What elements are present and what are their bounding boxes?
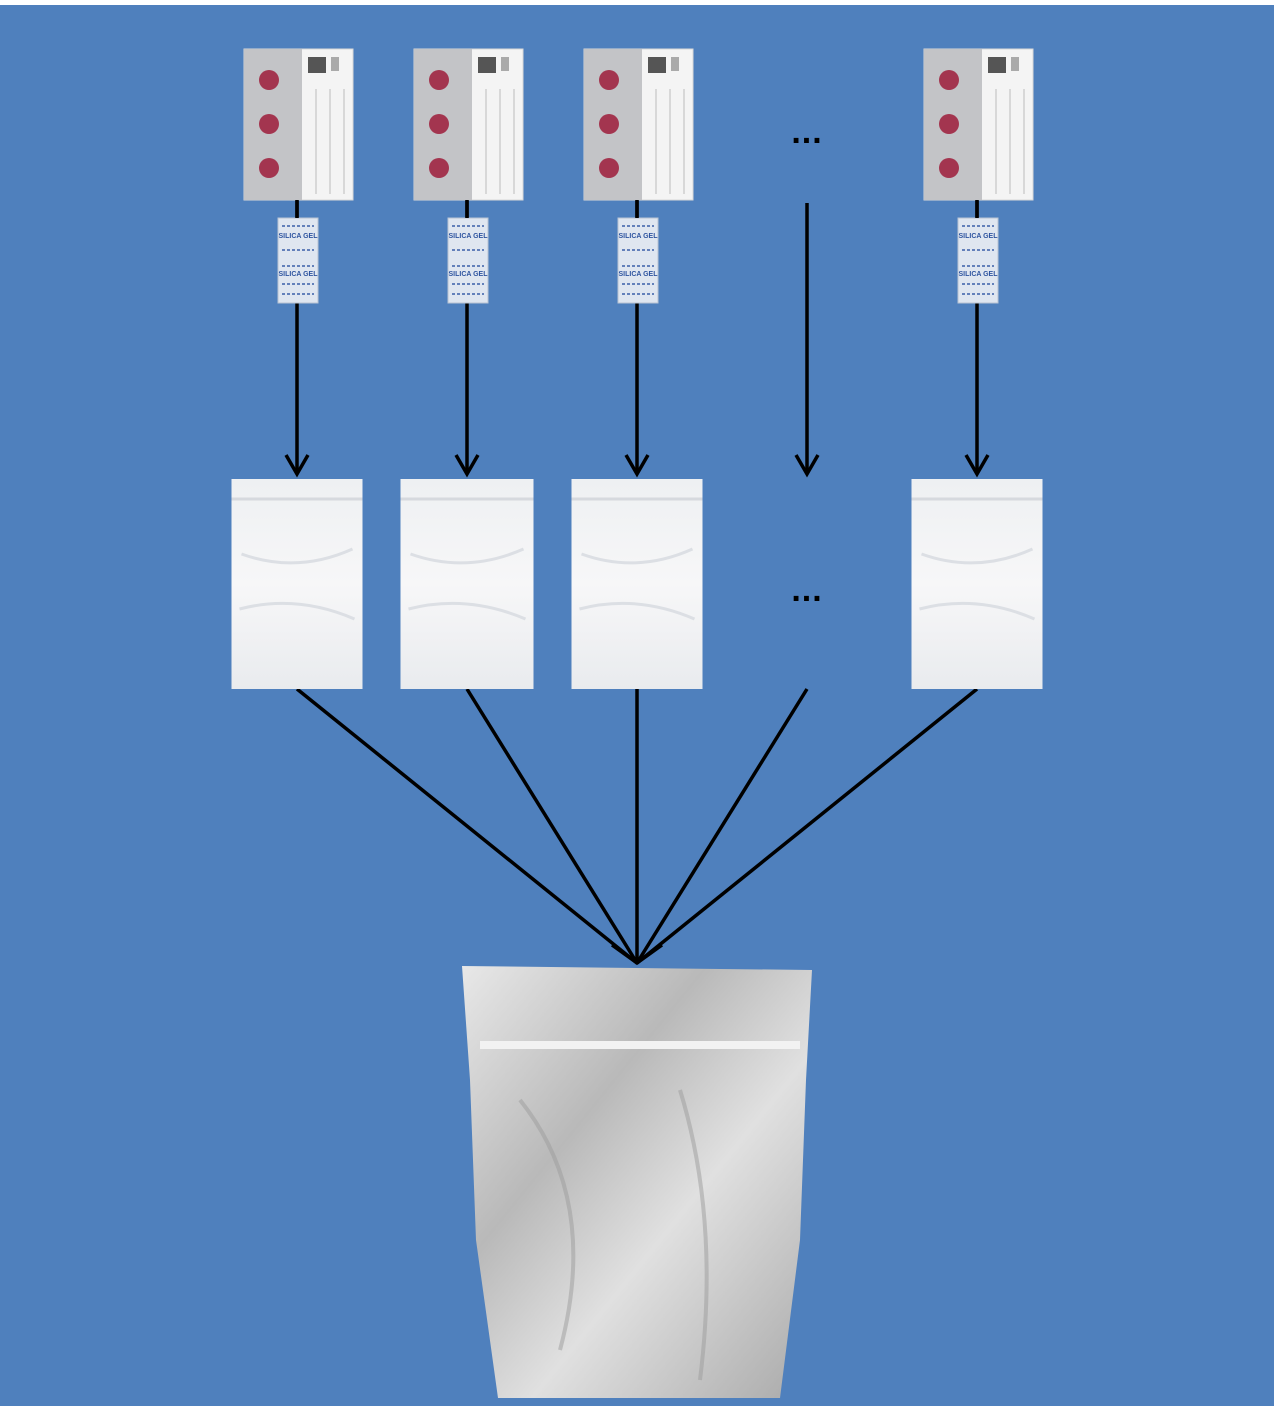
column-card-1: SILICA GEL SILICA GEL xyxy=(231,48,363,689)
test-card xyxy=(923,48,1034,201)
column-card-n: SILICA GEL SILICA GEL xyxy=(911,48,1043,689)
down-arrowhead xyxy=(794,454,820,478)
sample-dot xyxy=(599,158,619,178)
sample-dot xyxy=(939,70,959,90)
silica-packet-body xyxy=(617,217,659,304)
converge-arrow-line xyxy=(465,688,639,964)
zip-bag xyxy=(231,479,363,689)
sample-dot xyxy=(939,158,959,178)
qr-code xyxy=(308,57,326,73)
label-mark xyxy=(331,57,339,71)
silica-gel-packet: SILICA GEL SILICA GEL xyxy=(277,217,319,304)
foil-wrinkle xyxy=(518,1089,709,1381)
sample-dot xyxy=(429,114,449,134)
zip-bag-wrinkle xyxy=(919,547,1036,621)
ellipsis-middle: ... xyxy=(791,571,823,609)
ellipsis-top: ... xyxy=(791,113,823,151)
sample-dot xyxy=(259,114,279,134)
label-mark xyxy=(1011,57,1019,71)
sample-dot xyxy=(259,158,279,178)
silica-label: SILICA GEL xyxy=(958,233,998,240)
zip-bag-body xyxy=(231,479,363,689)
silica-label: SILICA GEL xyxy=(958,271,998,278)
silica-gel-packet: SILICA GEL SILICA GEL xyxy=(957,217,999,304)
down-arrowhead xyxy=(454,454,480,478)
column-card-2: SILICA GEL SILICA GEL xyxy=(400,48,534,689)
sample-dot xyxy=(429,70,449,90)
converge-arrowhead xyxy=(610,943,664,966)
silica-label: SILICA GEL xyxy=(448,271,488,278)
qr-code xyxy=(648,57,666,73)
qr-code xyxy=(988,57,1006,73)
silica-label: SILICA GEL xyxy=(618,233,658,240)
zip-bag-body xyxy=(911,479,1043,689)
zip-bag xyxy=(400,479,534,689)
foil-pouch xyxy=(462,966,812,1398)
silica-packet-body xyxy=(277,217,319,304)
silica-gel-packet: SILICA GEL SILICA GEL xyxy=(617,217,659,304)
label-mark xyxy=(671,57,679,71)
converge-arrow-line xyxy=(635,688,809,964)
zip-bag-wrinkle xyxy=(579,547,696,621)
down-arrowhead xyxy=(284,454,310,478)
zip-bag-wrinkle xyxy=(239,547,356,621)
silica-packet-body xyxy=(447,217,489,304)
zip-bag-wrinkle xyxy=(408,547,527,621)
zip-bag-body xyxy=(571,479,703,689)
zip-bag-body xyxy=(400,479,534,689)
sample-dot xyxy=(599,114,619,134)
test-card xyxy=(583,48,694,201)
converge-arrow-line xyxy=(635,687,979,965)
silica-label: SILICA GEL xyxy=(448,233,488,240)
silica-label: SILICA GEL xyxy=(278,233,318,240)
down-arrowhead xyxy=(964,454,990,478)
sample-dot xyxy=(939,114,959,134)
test-card xyxy=(413,48,524,201)
test-card xyxy=(243,48,354,201)
qr-code xyxy=(478,57,496,73)
sample-dot xyxy=(259,70,279,90)
silica-gel-packet: SILICA GEL SILICA GEL xyxy=(447,217,489,304)
column-card-3: SILICA GEL SILICA GEL xyxy=(571,48,703,689)
zip-bag xyxy=(571,479,703,689)
column-more xyxy=(794,203,820,478)
silica-label: SILICA GEL xyxy=(618,271,658,278)
sample-dot xyxy=(599,70,619,90)
zip-bag xyxy=(911,479,1043,689)
label-mark xyxy=(501,57,509,71)
converge-arrow-line xyxy=(295,687,639,965)
down-arrowhead xyxy=(624,454,650,478)
silica-packet-body xyxy=(957,217,999,304)
foil-pouch-body xyxy=(462,966,812,1398)
sample-dot xyxy=(429,158,449,178)
silica-label: SILICA GEL xyxy=(278,271,318,278)
